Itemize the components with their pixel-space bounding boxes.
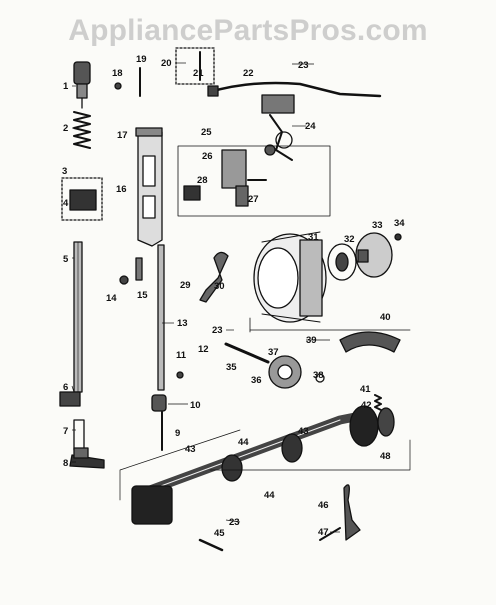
thread-tension-lever xyxy=(207,81,382,161)
worm-gear xyxy=(224,342,325,389)
hand-wheel xyxy=(253,231,327,323)
callout-3: 3 xyxy=(62,166,67,177)
callout-6: 6 xyxy=(63,382,68,393)
callout-21: 21 xyxy=(193,68,204,79)
callout-39: 39 xyxy=(306,335,317,346)
leader-lines xyxy=(71,62,340,533)
callout-23-mid: 23 xyxy=(212,325,223,336)
callout-19: 19 xyxy=(136,54,147,65)
callout-42: 42 xyxy=(361,400,372,411)
callout-31: 31 xyxy=(308,232,319,243)
callout-25: 25 xyxy=(201,127,212,138)
callout-2: 2 xyxy=(63,123,68,134)
callout-20: 20 xyxy=(161,58,172,69)
callout-32: 32 xyxy=(344,234,355,245)
feed-bracket xyxy=(319,484,361,541)
callout-26: 26 xyxy=(202,151,213,162)
shaft-spring xyxy=(374,394,382,411)
callout-8: 8 xyxy=(63,458,68,469)
presser-bar-lifter xyxy=(59,391,81,407)
callout-17: 17 xyxy=(117,130,128,141)
callout-1: 1 xyxy=(63,81,69,92)
needle-bar xyxy=(151,244,167,451)
callout-41: 41 xyxy=(360,384,371,395)
callout-15: 15 xyxy=(137,290,148,301)
callout-46: 46 xyxy=(318,500,329,511)
callout-12: 12 xyxy=(198,344,209,355)
callout-16: 16 xyxy=(116,184,127,195)
callout-22: 22 xyxy=(243,68,254,79)
clutch-knob xyxy=(355,232,402,278)
presser-bar-guide-bracket xyxy=(61,177,103,221)
callout-14: 14 xyxy=(106,293,117,304)
callout-40: 40 xyxy=(380,312,391,323)
callout-48: 48 xyxy=(380,451,391,462)
callout-44-lower: 44 xyxy=(264,490,275,501)
screws-left xyxy=(114,67,184,379)
callout-29: 29 xyxy=(180,280,191,291)
callout-18: 18 xyxy=(112,68,123,79)
presser-spring xyxy=(73,111,91,149)
stitch-lever xyxy=(199,251,229,303)
presser-foot xyxy=(69,419,105,469)
needle-bar-frame xyxy=(135,127,163,247)
wheel-bracket-lines xyxy=(249,317,411,333)
callout-38: 38 xyxy=(313,370,324,381)
callout-44-upper: 44 xyxy=(238,437,249,448)
callout-7: 7 xyxy=(63,426,68,437)
callout-28: 28 xyxy=(197,175,208,186)
take-up-lever-box xyxy=(177,145,331,217)
thread-guide-post xyxy=(175,47,215,85)
callout-11: 11 xyxy=(176,350,187,361)
callout-27: 27 xyxy=(248,194,259,205)
callout-34: 34 xyxy=(394,218,405,229)
callout-47: 47 xyxy=(318,527,329,538)
callout-4: 4 xyxy=(63,198,69,209)
callout-30: 30 xyxy=(214,281,225,292)
callout-37: 37 xyxy=(268,347,279,358)
callout-33: 33 xyxy=(372,220,383,231)
lower-pin xyxy=(198,538,224,552)
callout-9: 9 xyxy=(175,428,180,439)
frame-box-lines xyxy=(119,429,411,501)
bearing-bushing xyxy=(339,331,401,353)
callout-45: 45 xyxy=(214,528,225,539)
presser-bar-top-knob xyxy=(73,61,91,109)
callout-10: 10 xyxy=(190,400,201,411)
callout-36: 36 xyxy=(251,375,262,386)
presser-bar xyxy=(73,241,83,393)
callout-23-top: 23 xyxy=(298,60,309,71)
callout-24: 24 xyxy=(305,121,316,132)
callout-43-upper: 43 xyxy=(298,426,309,437)
callout-5: 5 xyxy=(63,254,69,265)
callout-35: 35 xyxy=(226,362,237,373)
clutch-washer xyxy=(327,243,357,281)
callout-23-bottom: 23 xyxy=(229,517,240,528)
callout-43-lower: 43 xyxy=(185,444,196,455)
arm-shaft xyxy=(131,405,395,525)
callout-13: 13 xyxy=(177,318,188,329)
